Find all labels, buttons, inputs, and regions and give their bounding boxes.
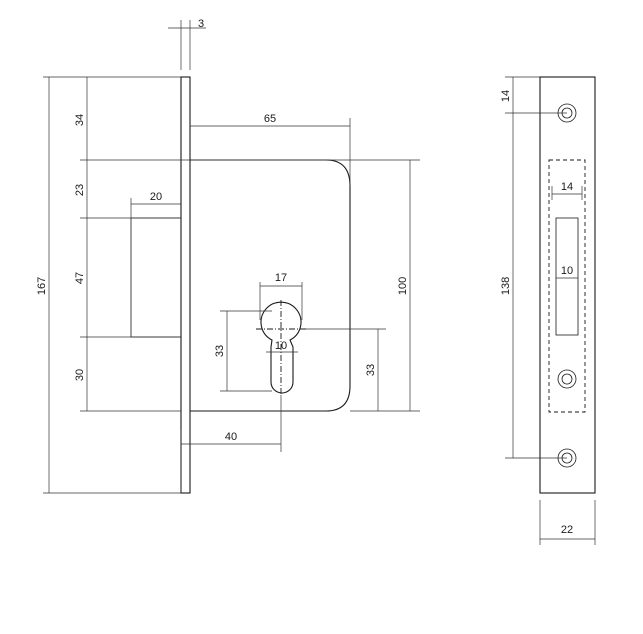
latch-bolt	[130, 217, 181, 338]
dim-label-strike-top-hole: 14	[500, 90, 512, 102]
dim-label-strike-opening-width: 14	[561, 181, 573, 193]
dim-cylinder-height: 33	[214, 310, 272, 392]
lock-body	[190, 159, 351, 412]
strike-opening	[555, 217, 579, 336]
mortise-lock-view: 3 34 23 47 30 167 20 65	[36, 18, 420, 494]
dim-label-box-to-latch: 23	[74, 184, 86, 196]
strike-box-outline	[548, 159, 586, 413]
dim-label-strike-width: 22	[561, 524, 573, 536]
dim-backset-box: 65	[190, 113, 351, 186]
dim-strike-top-hole: 14	[500, 76, 567, 114]
cylinder-cutout	[260, 301, 302, 394]
dim-left-vertical: 34 23 47 30 167	[36, 76, 420, 494]
dim-label-strike-inner-width: 10	[561, 265, 573, 277]
dim-label-latch-projection: 20	[150, 191, 162, 203]
faceplate	[180, 76, 191, 494]
dim-label-backset-box: 65	[264, 113, 276, 125]
dim-label-cylinder-height: 33	[214, 345, 226, 357]
dim-label-total: 167	[36, 277, 48, 295]
dim-label-strike-hole-spacing: 138	[500, 277, 512, 295]
dim-cylinder-slot: 10	[266, 340, 298, 353]
dim-strike-inner-width: 10	[556, 265, 578, 279]
dim-label-top: 34	[74, 114, 86, 126]
dim-label-thickness: 3	[198, 18, 204, 30]
dim-cylinder-width: 17	[259, 272, 303, 320]
dim-strike-width: 22	[539, 500, 596, 545]
dim-label-backset-cylinder: 40	[225, 431, 237, 443]
dim-backset-cylinder: 40	[180, 395, 282, 493]
dim-label-bottom: 30	[74, 369, 86, 381]
dim-latch-projection: 20	[130, 191, 181, 218]
dim-faceplate-thickness: 3	[168, 18, 206, 70]
dim-label-box-height: 100	[397, 277, 409, 295]
strike-plate	[539, 76, 596, 494]
dim-label-cylinder-to-bottom: 33	[365, 364, 377, 376]
dim-cylinder-to-bottom: 33	[306, 328, 386, 411]
dim-box-height: 100	[350, 160, 420, 412]
dim-strike-hole-spacing: 138	[500, 113, 567, 459]
strike-screw-hole-middle	[557, 369, 577, 389]
dim-strike-opening-width: 14	[551, 181, 583, 200]
strike-plate-view: 14 138 14 10 22	[500, 76, 596, 545]
dim-label-cylinder-width: 17	[275, 272, 287, 284]
dim-label-latch: 47	[74, 272, 86, 284]
dim-label-cylinder-slot: 10	[275, 340, 287, 352]
